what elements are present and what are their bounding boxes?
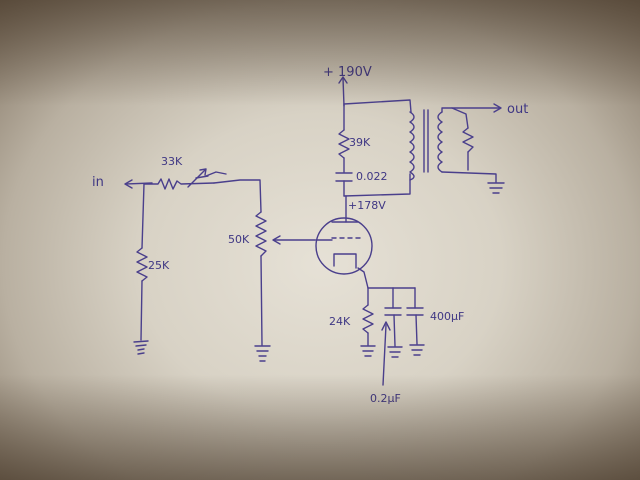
input-label: in — [92, 175, 104, 190]
output-label: out — [507, 102, 528, 117]
plate-voltage-label: +178V — [348, 199, 386, 212]
cathode-cap-small-label: 0.2μF — [370, 392, 401, 405]
cathode-network: 24K 400μF 0.2μF — [329, 287, 464, 405]
cathode-resistor-label: 24K — [329, 315, 351, 328]
coupling-capacitor-label: 0.022 — [356, 170, 388, 183]
wire-to-volume-pot — [205, 171, 262, 213]
secondary-resistor — [451, 107, 474, 171]
series-resistor-label: 33K — [161, 155, 183, 168]
plate-resistor-39k: 39K — [338, 103, 371, 173]
output-transformer: out — [409, 102, 528, 194]
vacuum-tube — [315, 217, 373, 289]
coupling-capacitor: 0.022 — [335, 170, 388, 197]
plate-resistor-label: 39K — [349, 136, 371, 149]
supply-label: + 190V — [323, 65, 372, 80]
cathode-cap-large-label: 400μF — [430, 310, 464, 323]
shunt-resistor-label: 25K — [148, 259, 170, 272]
volume-pot-label: 50K — [228, 233, 250, 246]
input-terminal: in — [92, 175, 153, 190]
volume-pot-50k: 50K — [228, 211, 316, 362]
supply-rail: + 190V — [323, 65, 412, 113]
series-resistor-33k: 33K — [143, 155, 215, 190]
shunt-resistor-25k: 25K — [133, 183, 170, 355]
